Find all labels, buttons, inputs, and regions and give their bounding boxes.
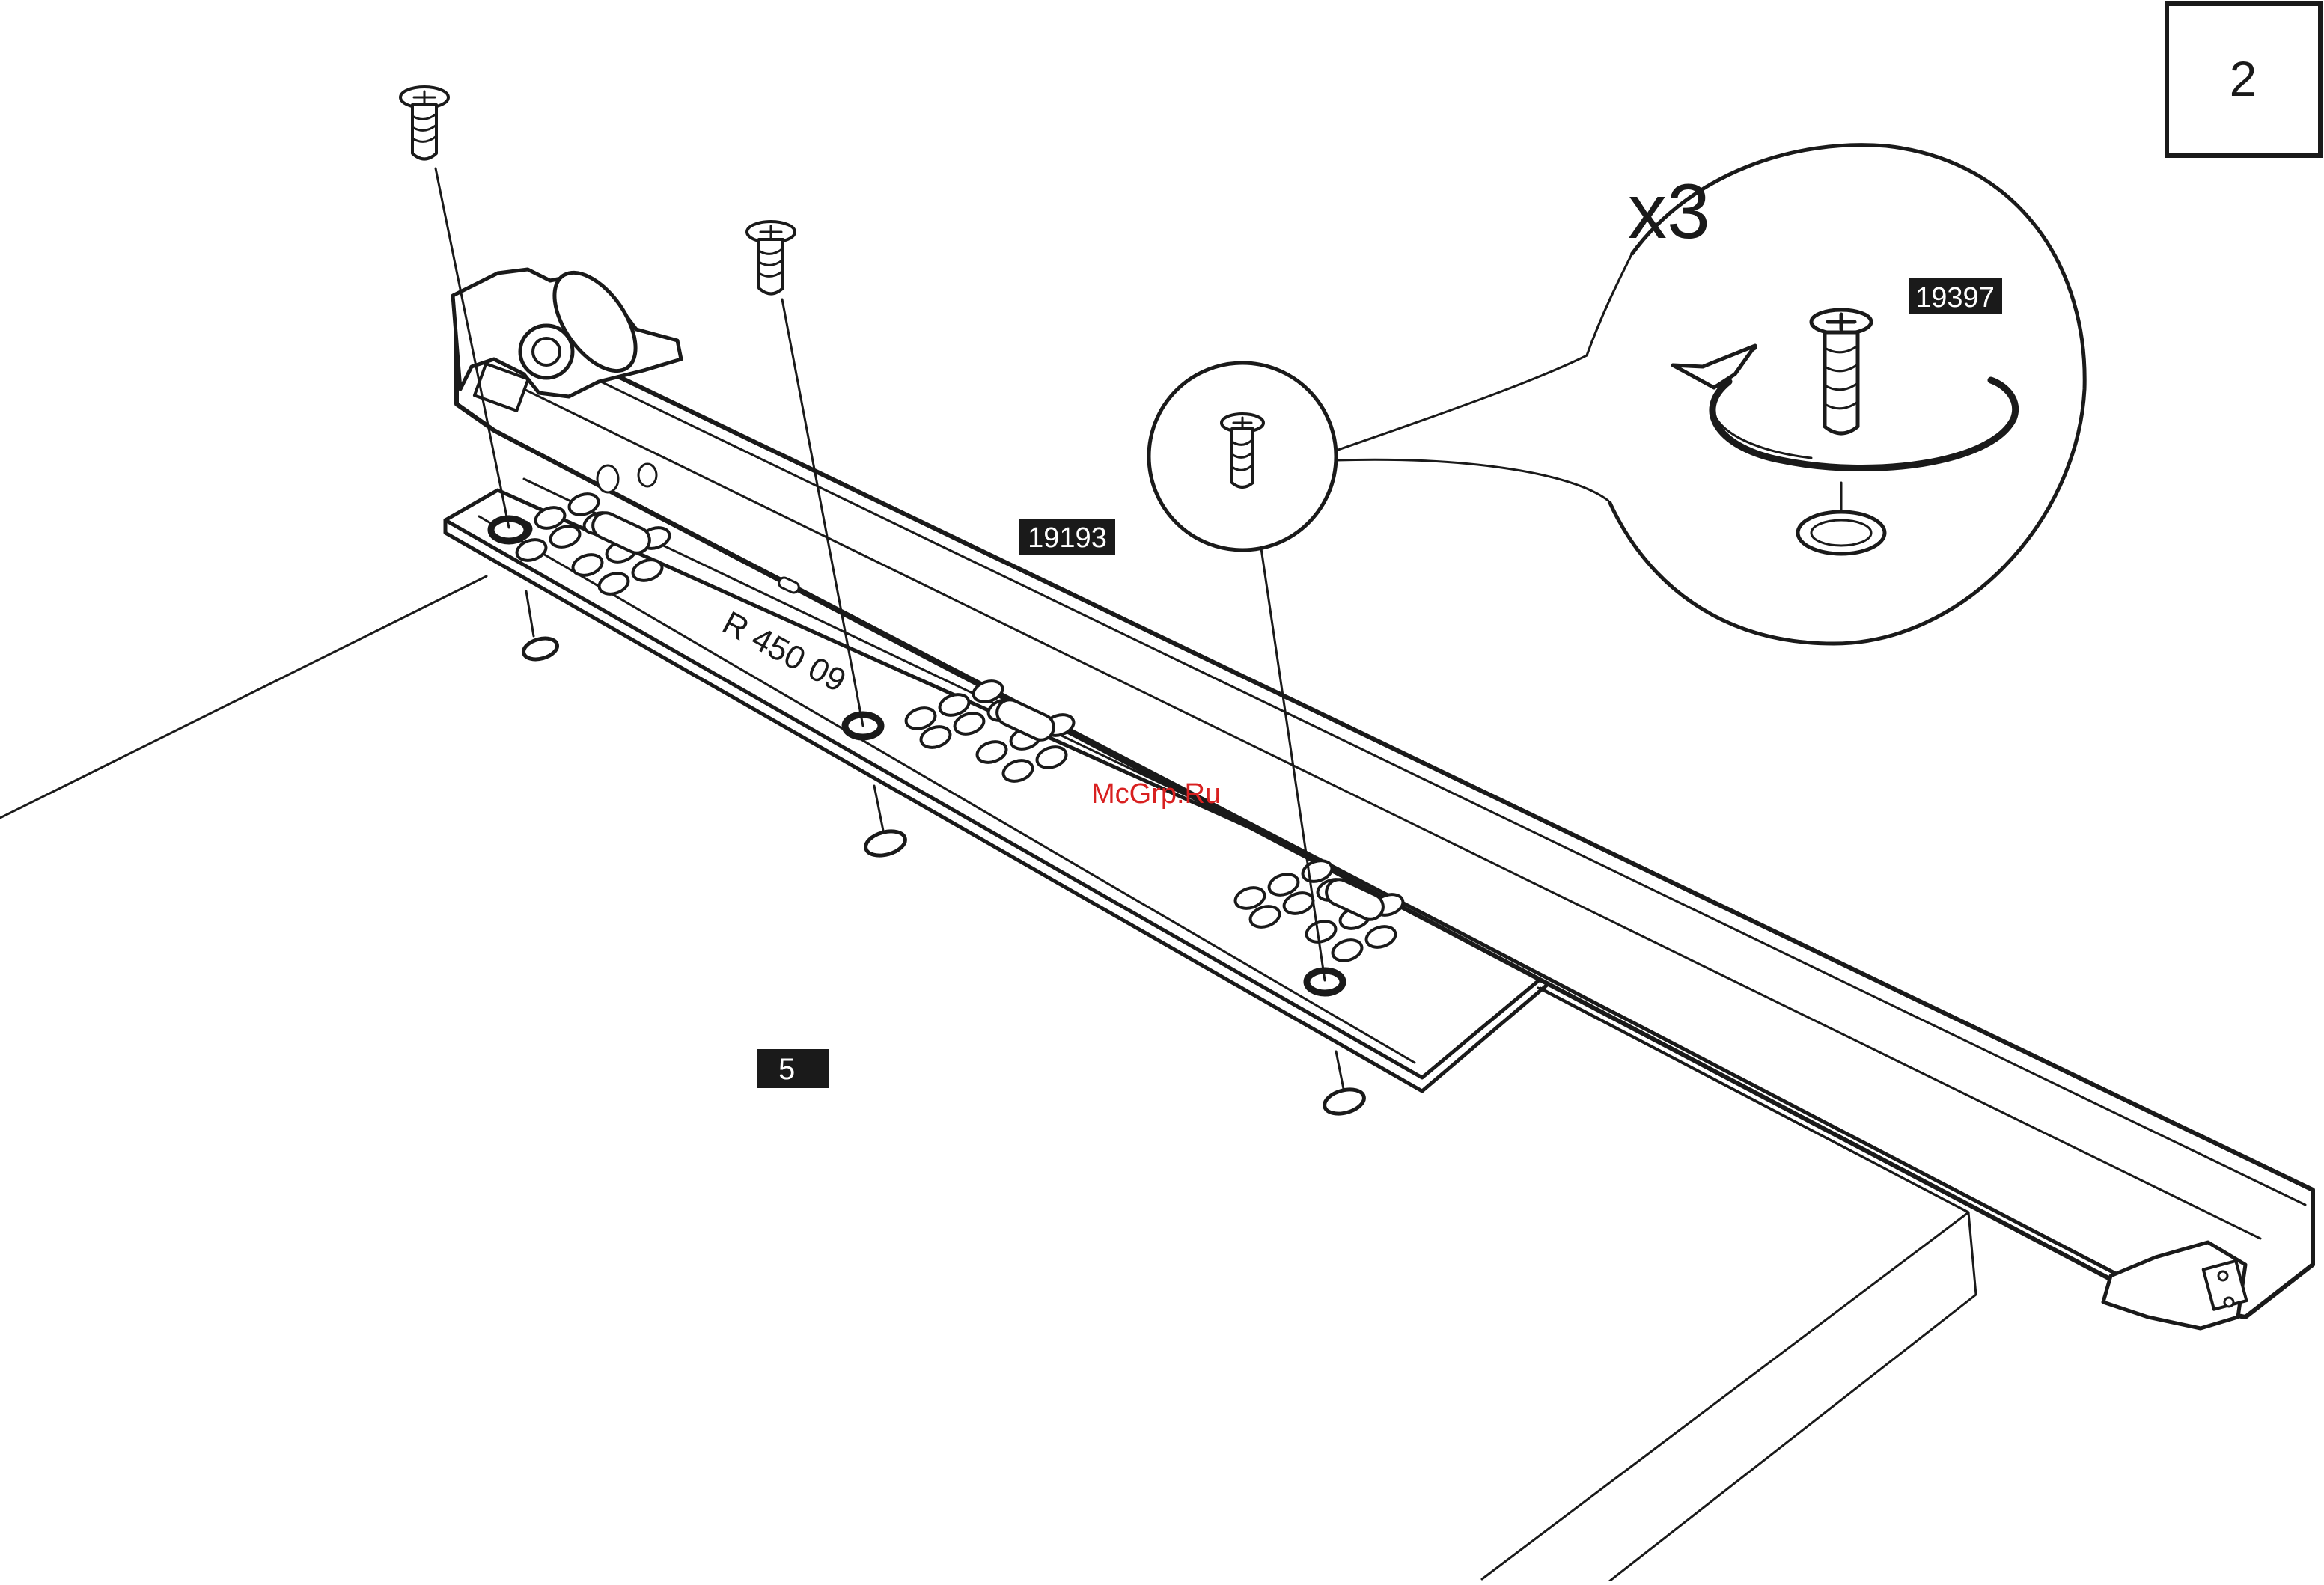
step-number: 2 bbox=[2230, 51, 2257, 106]
quantity-label: x3 bbox=[1628, 168, 1710, 255]
detail-connector bbox=[1149, 254, 1632, 550]
panel-part-label: 5 bbox=[757, 1049, 829, 1088]
phillips-screw-icon bbox=[747, 222, 795, 294]
panel-part-number: 5 bbox=[778, 1053, 795, 1086]
screw-hole-icon bbox=[491, 519, 527, 541]
screw-part-number: 19397 bbox=[1915, 282, 1995, 314]
screw-hole-icon bbox=[521, 635, 559, 662]
screw-hole-icon bbox=[1322, 1086, 1367, 1118]
rail-part-number: 19193 bbox=[1028, 522, 1107, 554]
phillips-screw-icon bbox=[400, 87, 448, 159]
screw-part-label: 19397 bbox=[1909, 278, 2002, 314]
screw-hole-icon bbox=[863, 828, 908, 860]
watermark: McGrp.Ru bbox=[1091, 778, 1221, 810]
rail-part-label: 19193 bbox=[1019, 519, 1115, 555]
step-number-box: 2 bbox=[2167, 4, 2320, 156]
